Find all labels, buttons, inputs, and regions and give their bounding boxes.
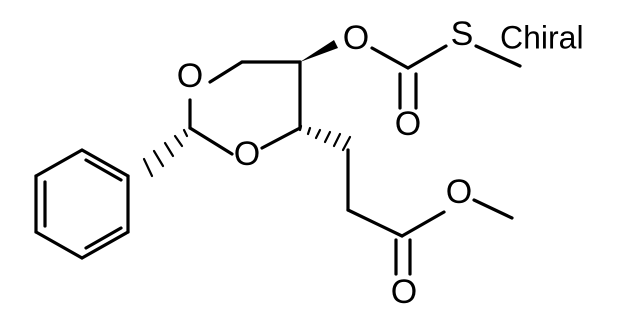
- sulfur-label: S: [451, 15, 474, 53]
- dioxane-ring: [188, 60, 302, 156]
- ester-oxygen-label: O: [446, 173, 472, 211]
- carbonyl-oxygen-top-label: O: [395, 105, 421, 143]
- carbonyl-oxygen-bottom-label: O: [391, 273, 417, 311]
- carbonate-solid-wedge: [300, 40, 338, 62]
- side-chain-hashed-wedge: [298, 124, 352, 152]
- chiral-label: Chiral: [500, 19, 584, 55]
- phenyl-ring: [34, 148, 130, 260]
- carbonate-oxygen-label: O: [343, 19, 369, 57]
- thiocarbonate-group: [370, 44, 522, 110]
- ring-oxygen-bottom-label: O: [234, 135, 260, 173]
- ring-oxygen-top-label: O: [177, 57, 203, 95]
- phenyl-hashed-wedge: [142, 128, 189, 178]
- propanoate-chain: [346, 148, 514, 276]
